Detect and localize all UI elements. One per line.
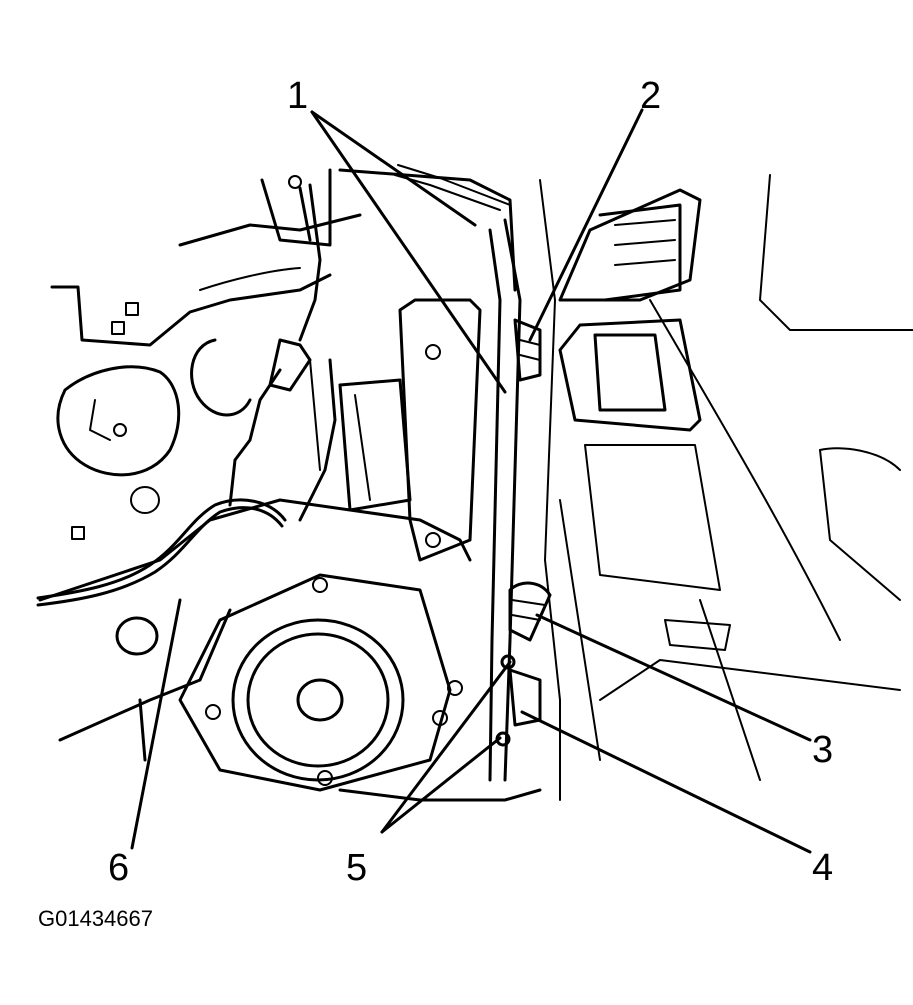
- callout-4: 4: [812, 847, 833, 889]
- door-frame-rail: [338, 179, 561, 802]
- callout-1: 1: [287, 75, 308, 117]
- clips: [495, 318, 552, 747]
- callout-5: 5: [346, 847, 367, 889]
- body-pillar: [558, 174, 913, 781]
- callout-3: 3: [812, 729, 833, 771]
- speaker: [178, 573, 452, 792]
- leader-lines: [130, 108, 812, 854]
- callout-6: 6: [108, 847, 129, 889]
- wiring-harness: [36, 183, 337, 607]
- door-holes: [71, 175, 463, 696]
- callout-2: 2: [640, 75, 661, 117]
- regulator-box: [338, 378, 412, 512]
- figure-id: G01434667: [38, 906, 153, 931]
